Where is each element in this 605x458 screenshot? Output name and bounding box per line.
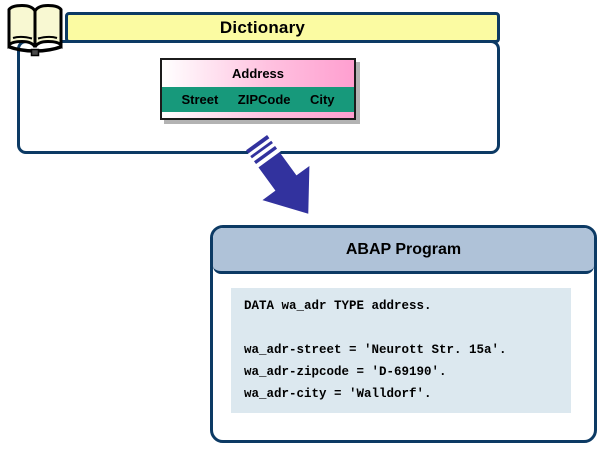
arrow-down-right-icon bbox=[238, 134, 328, 224]
abap-code-block: DATA wa_adr TYPE address. wa_adr-street … bbox=[231, 288, 571, 413]
address-table-fields-row: Street ZIPCode City bbox=[162, 87, 354, 112]
address-table: Address Street ZIPCode City bbox=[160, 58, 356, 120]
field-street: Street bbox=[181, 92, 219, 107]
address-table-title: Address bbox=[231, 66, 285, 81]
abap-program-title: ABAP Program bbox=[345, 240, 462, 258]
abap-program-header: ABAP Program bbox=[213, 228, 594, 274]
abap-program-panel: ABAP Program DATA wa_adr TYPE address. w… bbox=[210, 225, 597, 443]
code-line bbox=[244, 317, 571, 339]
code-line: wa_adr-street = 'Neurott Str. 15a'. bbox=[244, 343, 507, 357]
open-book-icon bbox=[7, 3, 63, 57]
field-zipcode: ZIPCode bbox=[237, 92, 291, 107]
field-city: City bbox=[309, 92, 335, 107]
dictionary-title: Dictionary bbox=[219, 17, 306, 37]
code-line: wa_adr-zipcode = 'D-69190'. bbox=[244, 365, 447, 379]
address-table-header: Address bbox=[162, 60, 354, 87]
dictionary-banner: Dictionary bbox=[65, 12, 500, 43]
code-line: DATA wa_adr TYPE address. bbox=[244, 299, 432, 313]
address-table-footer-strip bbox=[162, 112, 354, 118]
code-line: wa_adr-city = 'Walldorf'. bbox=[244, 387, 432, 401]
